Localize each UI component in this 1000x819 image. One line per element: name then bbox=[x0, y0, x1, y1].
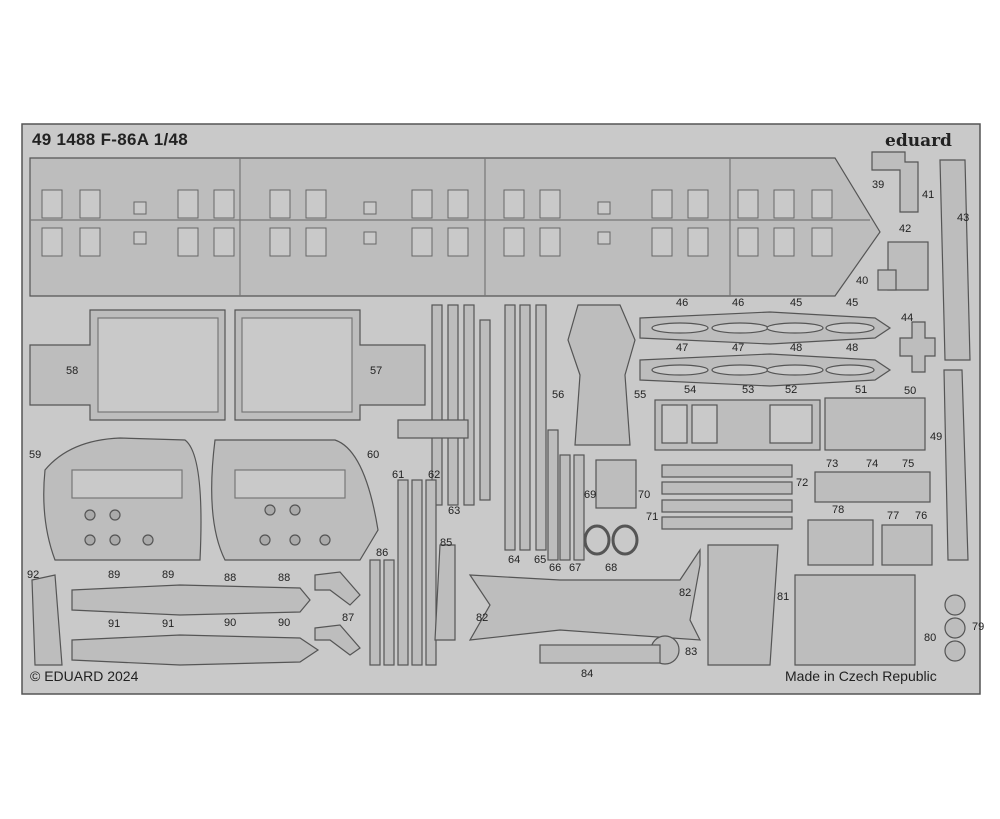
part-number: 90 bbox=[278, 617, 291, 629]
part-number: 72 bbox=[796, 477, 809, 489]
part-number: 46 bbox=[732, 297, 745, 309]
part-number: 76 bbox=[915, 510, 928, 522]
fret-title: 49 1488 F-86A 1/48 bbox=[32, 130, 188, 149]
part-number: 89 bbox=[108, 569, 121, 581]
part-number: 45 bbox=[846, 297, 859, 309]
part-number: 56 bbox=[552, 389, 565, 401]
part-number: 77 bbox=[887, 510, 900, 522]
panel-louvres bbox=[41, 189, 833, 257]
strips-45-48 bbox=[639, 311, 892, 387]
side-panels-57-58 bbox=[29, 309, 426, 421]
upper-panel-part bbox=[29, 157, 881, 297]
part-number: 39 bbox=[872, 179, 885, 191]
part-number: 41 bbox=[922, 189, 935, 201]
part-number: 55 bbox=[634, 389, 647, 401]
part-number: 60 bbox=[367, 449, 380, 461]
part-number: 57 bbox=[370, 365, 383, 377]
part-number: 62 bbox=[428, 469, 441, 481]
part-number: 50 bbox=[904, 385, 917, 397]
part-number: 74 bbox=[866, 458, 879, 470]
part-number: 69 bbox=[584, 489, 597, 501]
part-number: 59 bbox=[29, 449, 42, 461]
part-number: 88 bbox=[278, 572, 291, 584]
part-number: 85 bbox=[440, 537, 453, 549]
part-number: 82 bbox=[679, 587, 692, 599]
parts-49-54 bbox=[654, 369, 969, 561]
part-number: 70 bbox=[638, 489, 651, 501]
copyright-text: © EDUARD 2024 bbox=[30, 668, 139, 684]
part-number: 90 bbox=[224, 617, 237, 629]
part-number: 83 bbox=[685, 646, 698, 658]
part-number: 47 bbox=[732, 342, 745, 354]
part-number: 84 bbox=[581, 668, 594, 680]
long-strips-61-67 bbox=[369, 304, 585, 666]
parts-85-92 bbox=[31, 544, 456, 666]
part-number: 58 bbox=[66, 365, 79, 377]
part-number: 48 bbox=[846, 342, 859, 354]
part-number: 81 bbox=[777, 591, 790, 603]
brand-logo: eduard bbox=[885, 131, 952, 151]
part-number: 73 bbox=[826, 458, 839, 470]
part-number: 47 bbox=[676, 342, 689, 354]
part-number: 54 bbox=[684, 384, 697, 396]
part-number: 68 bbox=[605, 562, 618, 574]
part-number: 79 bbox=[972, 621, 985, 633]
part-number: 75 bbox=[902, 458, 915, 470]
part-number: 66 bbox=[549, 562, 562, 574]
part-number: 63 bbox=[448, 505, 461, 517]
part-number: 45 bbox=[790, 297, 803, 309]
part-number: 48 bbox=[790, 342, 803, 354]
mid-parts-55-72 bbox=[567, 304, 793, 556]
part-number: 53 bbox=[742, 384, 755, 396]
part-number: 92 bbox=[27, 569, 40, 581]
part-number: 86 bbox=[376, 547, 389, 559]
parts-79-84 bbox=[468, 544, 966, 666]
part-number: 46 bbox=[676, 297, 689, 309]
part-number: 91 bbox=[108, 618, 121, 630]
part-number: 52 bbox=[785, 384, 798, 396]
part-number: 43 bbox=[957, 212, 970, 224]
part-number: 61 bbox=[392, 469, 405, 481]
part-number: 71 bbox=[646, 511, 659, 523]
part-number: 64 bbox=[508, 554, 521, 566]
panels-59-60 bbox=[43, 437, 379, 561]
part-number: 49 bbox=[930, 431, 943, 443]
part-number: 82 bbox=[476, 612, 489, 624]
part-number: 78 bbox=[832, 504, 845, 516]
part-number: 80 bbox=[924, 632, 937, 644]
part-number: 87 bbox=[342, 612, 355, 624]
part-number: 42 bbox=[899, 223, 912, 235]
part-number: 67 bbox=[569, 562, 582, 574]
part-number: 89 bbox=[162, 569, 175, 581]
part-number: 40 bbox=[856, 275, 869, 287]
origin-text: Made in Czech Republic bbox=[785, 668, 937, 684]
parts-73-78 bbox=[807, 471, 933, 566]
small-parts-39-44 bbox=[871, 151, 971, 373]
part-number: 44 bbox=[901, 312, 914, 324]
part-number: 51 bbox=[855, 384, 868, 396]
part-number: 65 bbox=[534, 554, 547, 566]
part-number: 88 bbox=[224, 572, 237, 584]
part-number: 91 bbox=[162, 618, 175, 630]
